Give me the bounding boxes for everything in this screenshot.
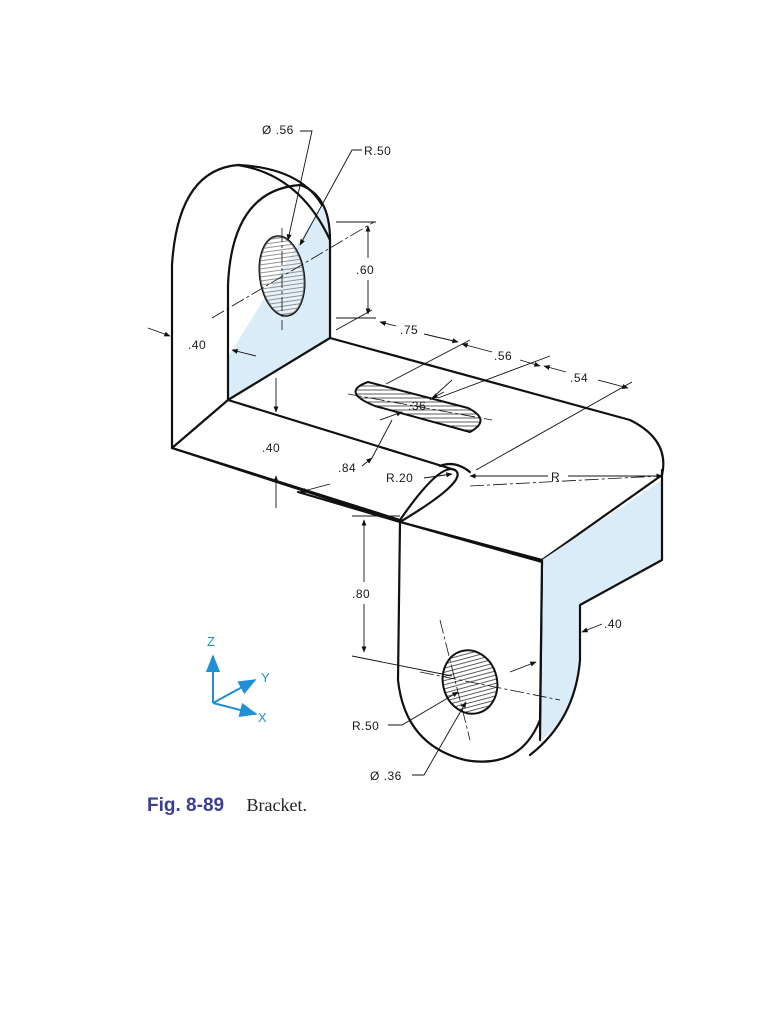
dim-bottom-radius: R.50 [352, 719, 379, 733]
figure-caption: Fig. 8-89 Bracket. [147, 795, 307, 817]
figure-number: Fig. 8-89 [147, 795, 225, 816]
dim-inner-width: .84 [338, 461, 356, 475]
dim-slot-end: .54 [570, 371, 588, 385]
figure-title: Bracket. [246, 795, 307, 815]
dim-slot-width: .36 [408, 399, 426, 413]
center-lines [211, 221, 661, 741]
dim-left-thickness: .40 [188, 338, 206, 352]
dim-lower-height: .80 [352, 587, 370, 601]
axis-z-label: Z [207, 634, 215, 649]
dim-bend-radius: R [551, 470, 560, 484]
dim-base-thickness: .40 [262, 441, 280, 455]
axis-x-label: X [258, 710, 267, 725]
dim-bottom-hole-dia: Ø .36 [370, 769, 402, 783]
base-part [170, 336, 665, 562]
dimension-labels: Ø .56 R.50 .60 .75 .56 .54 .36 .40 .40 .… [188, 123, 622, 783]
dimension-lines [147, 130, 663, 776]
dim-top-height: .60 [356, 263, 374, 277]
dim-top-hole-dia: Ø .56 [262, 123, 294, 137]
lower-leg-part [296, 468, 664, 763]
axis-triad: Z Y X [205, 634, 270, 725]
axis-y-label: Y [261, 670, 270, 685]
dim-slot-length: .56 [494, 349, 512, 363]
dim-fillet-radius: R.20 [386, 471, 413, 485]
dim-slot-offset: .75 [400, 323, 418, 337]
dim-top-radius: R.50 [364, 144, 391, 158]
dim-right-thickness: .40 [604, 617, 622, 631]
